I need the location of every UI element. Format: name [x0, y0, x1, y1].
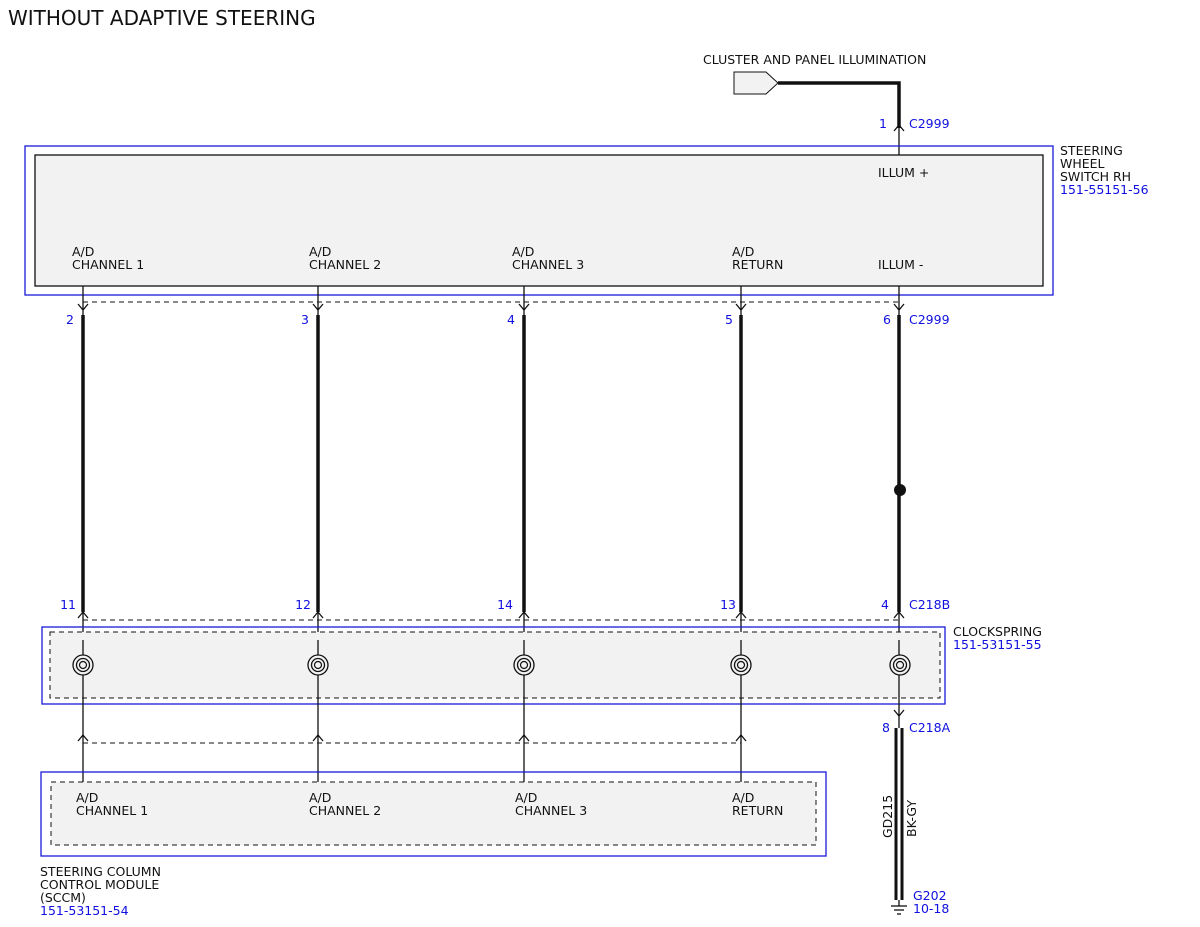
wire-circuit-label: GD215 [880, 795, 895, 838]
switch-pin-ch2-l2: CHANNEL 2 [309, 257, 381, 272]
switch-pin-ch1-l1: A/D [72, 244, 94, 259]
svg-text:A/D: A/D [309, 790, 331, 805]
sccm-terminal-icon [77, 733, 89, 742]
wire-color-label: BK-GY [904, 800, 919, 837]
sccm-part-number[interactable]: 151-53151-54 [40, 903, 129, 918]
clockspring-coil-icon [307, 654, 329, 676]
switch-name-line3: SWITCH RH [1060, 169, 1131, 184]
steering-wheel-switch-body [34, 154, 1044, 287]
clockspring-outline[interactable] [41, 626, 946, 705]
c218b-pin-numbers: 11 12 14 13 4 [60, 597, 889, 612]
sccm-terminal-icon [518, 733, 530, 742]
svg-text:2: 2 [66, 312, 74, 327]
switch-pin-labels: A/D CHANNEL 1 A/D CHANNEL 2 A/D CHANNEL … [72, 244, 923, 272]
ground-symbol-icon [891, 900, 907, 915]
svg-text:CHANNEL 2: CHANNEL 2 [309, 803, 381, 818]
svg-text:4: 4 [881, 597, 889, 612]
clockspring-coil-icon [889, 654, 911, 676]
c2999-pin4-terminal-icon [518, 303, 530, 312]
splice-icon [894, 484, 906, 496]
sccm-outline[interactable] [40, 771, 827, 857]
svg-text:6: 6 [883, 312, 891, 327]
svg-text:11: 11 [60, 597, 76, 612]
c2999-connector-label: C2999 [909, 116, 950, 131]
sccm-name-line1: STEERING COLUMN [40, 864, 161, 879]
svg-text:CHANNEL 1: CHANNEL 1 [76, 803, 148, 818]
sccm-name-line2: CONTROL MODULE [40, 877, 159, 892]
switch-pin-ch1-l2: CHANNEL 1 [72, 257, 144, 272]
c2999-pin3-terminal-icon [312, 303, 324, 312]
switch-pin-ch3-l1: A/D [512, 244, 534, 259]
clockspring-part-number[interactable]: 151-53151-55 [953, 637, 1042, 652]
c2999-pin2-terminal-icon [77, 303, 89, 312]
ground-name[interactable]: G202 [913, 888, 947, 903]
svg-text:13: 13 [720, 597, 736, 612]
c218a-pin-number: 8 [882, 720, 890, 735]
cluster-illumination-label: CLUSTER AND PANEL ILLUMINATION [703, 52, 926, 67]
c218b-connector-label: C218B [909, 597, 950, 612]
clockspring-to-sccm-wires[interactable] [77, 704, 747, 782]
svg-text:A/D: A/D [515, 790, 537, 805]
clockspring-coil-icon [513, 654, 535, 676]
switch-pin-return-l1: A/D [732, 244, 754, 259]
c2999-pin6-terminal-icon [893, 303, 905, 312]
illum-plus-pin-label: ILLUM + [878, 165, 929, 180]
cluster-illumination-connector-icon[interactable] [733, 71, 779, 95]
clockspring-label: CLOCKSPRING [953, 624, 1042, 639]
steering-wheel-switch-outline[interactable] [24, 145, 1054, 296]
c2999-connector-label-bottom: C2999 [909, 312, 950, 327]
switch-pin-ch2-l1: A/D [309, 244, 331, 259]
clockspring-coil-icon [730, 654, 752, 676]
page-title: WITHOUT ADAPTIVE STEERING [8, 6, 316, 30]
sccm-terminal-icon [312, 733, 324, 742]
c2999-pin5-terminal-icon [735, 303, 747, 312]
switch-name-line1: STEERING [1060, 143, 1123, 158]
switch-part-number[interactable]: 151-55151-56 [1060, 182, 1149, 197]
c2999-pin1-number: 1 [879, 116, 887, 131]
svg-text:RETURN: RETURN [732, 803, 783, 818]
ground-ref[interactable]: 10-18 [913, 901, 949, 916]
switch-name-line2: WHEEL [1060, 156, 1105, 171]
clockspring-coil-icon [72, 654, 94, 676]
svg-text:CHANNEL 3: CHANNEL 3 [515, 803, 587, 818]
ground-wire-gd215[interactable] [894, 728, 904, 900]
illumination-feed-wire[interactable] [778, 81, 901, 128]
svg-text:3: 3 [301, 312, 309, 327]
sccm-name-line3: (SCCM) [40, 890, 86, 905]
svg-text:A/D: A/D [732, 790, 754, 805]
clockspring-terminals [72, 640, 911, 704]
switch-to-clockspring-wires[interactable] [77, 286, 906, 612]
c2999-pin-numbers: 2 3 4 5 6 [66, 312, 891, 327]
sccm-body [50, 781, 817, 846]
clockspring-body [49, 631, 941, 699]
svg-text:12: 12 [295, 597, 311, 612]
svg-text:4: 4 [507, 312, 515, 327]
switch-pin-return-l2: RETURN [732, 257, 783, 272]
svg-text:5: 5 [725, 312, 733, 327]
c218a-connector-label: C218A [909, 720, 951, 735]
sccm-pin-labels: A/D CHANNEL 1 A/D CHANNEL 2 A/D CHANNEL … [76, 790, 783, 818]
svg-text:A/D: A/D [76, 790, 98, 805]
switch-pin-ch3-l2: CHANNEL 3 [512, 257, 584, 272]
svg-text:14: 14 [497, 597, 513, 612]
switch-pin-illum-minus: ILLUM - [878, 257, 923, 272]
sccm-terminal-icon [735, 733, 747, 742]
